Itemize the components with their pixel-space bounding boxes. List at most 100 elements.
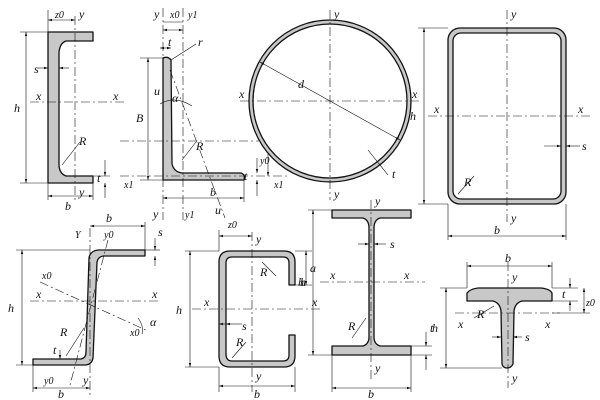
rect-tube-h-label: h [410,109,416,123]
round-tube-x-right-label: x [411,87,418,101]
lipped-channel-s-label: s [242,319,247,333]
z-section-r-label: R [59,325,68,339]
tee-z0-label: z0 [585,298,595,309]
tee-h-label: h [432,321,438,335]
angle-y1-top-label: y1 [187,10,197,21]
rect-tube-y-bottom-label: y [510,211,517,225]
rect-tube-y-top-label: y [510,7,517,21]
tee-b-label: b [505,251,511,265]
round-tube-d-label: d [298,77,305,91]
angle-b-label: b [210,185,216,199]
angle-y-top-label: y [153,7,160,21]
round-tube-profile: y y x x d t [238,7,420,201]
angle-u-top-label: u [154,84,160,98]
i-beam-t-label: t [430,321,434,335]
rect-tube-profile: y y x x h s R b [410,7,590,240]
tee-profile: b y h t z0 x x R s y [432,251,595,388]
lipped-channel-r-top-label: R [259,265,268,279]
channel-profile: z0 y s h x x R t y b [14,7,125,213]
z-section-alpha-label: α [150,315,157,329]
angle-u-axis [169,69,226,219]
angle-t-right-label: t [244,169,248,183]
angle-shape [162,56,246,181]
angle-y1-bottom-label: y1 [184,210,194,221]
round-tube-t-label: t [392,167,396,181]
tee-x-right-label: x [544,317,551,331]
channel-r-label: R [78,134,87,148]
rect-tube-x-right-label: x [577,102,584,116]
channel-y-top-label: y [78,7,85,21]
lipped-channel-y-top-label: y [255,232,262,246]
z-section-x0-axis [39,281,149,332]
tee-y-bottom-label: y [511,371,518,385]
tee-y-top-label: y [511,270,518,284]
i-beam-y-bottom-label: y [374,361,381,375]
z-section-h-label: h [8,301,14,315]
i-beam-profile: y s h x x R t y b [300,194,434,400]
lipped-channel-x-right-label: x [311,295,318,309]
i-beam-x-left-label: x [329,268,336,282]
rect-tube-r-label: R [463,175,472,189]
z-section-t-label: t [53,343,57,357]
angle-t-label: t [168,35,172,49]
angle-r-label: r [198,35,203,49]
i-beam-shape [331,209,412,356]
z-section-y-bottom-label: y [82,373,89,387]
lipped-channel-h-label: h [176,303,182,317]
z-section-x0-right-label: x0 [129,328,139,339]
channel-shape [47,31,94,184]
angle-y0-label: y0 [259,156,269,167]
channel-s-label: s [34,62,39,76]
angle-b-height-label: B [136,111,144,125]
tee-shape [466,287,553,369]
z-section-y-cap-label: Y [75,230,82,241]
angle-r-fillet-label: R [195,139,204,153]
rect-tube-s-label: s [582,139,587,153]
lipped-channel-h-inner-label: h [298,275,304,289]
z-section-b-top-label: b [106,211,112,225]
tee-s-label: s [525,330,530,344]
z-section-s-label: s [158,225,163,239]
z-section-y0-axis [69,239,109,386]
tee-t-label: t [562,287,566,301]
lipped-channel-profile: z0 y R a h h x x s R y b [176,220,322,400]
z-section-x-left-label: x [35,287,42,301]
lipped-channel-z0-label: z0 [227,220,237,231]
lipped-channel-b-label: b [254,387,260,400]
i-beam-r-label: R [347,319,356,333]
i-beam-h-label: h [300,275,306,289]
angle-profile: y x0 y1 t r u α B x R y0 t x1 x1 b y y1 … [120,7,290,221]
z-section-b-bottom-label: b [58,387,64,400]
angle-alpha-label: α [172,91,179,105]
z-section-x0-left-label: x0 [41,271,51,282]
angle-x1-right-label: x1 [273,180,283,191]
channel-b-label: b [65,199,71,213]
angle-y-bottom-label: y [152,207,159,221]
round-tube-x-left-label: x [238,87,245,101]
channel-h-label: h [14,101,20,115]
lipped-channel-r-bottom-label: R [235,335,244,349]
channel-x-right-label: x [112,89,119,103]
rect-tube-b-label: b [494,223,500,237]
channel-z0-label: z0 [54,10,64,21]
z-section-y0-top-label: y0 [103,230,113,241]
channel-x-left-label: x [35,89,42,103]
tee-x-left-label: x [457,317,464,331]
z-section-x-right-label: x [151,287,158,301]
round-tube-y-top-label: y [333,7,340,21]
z-section-y0-bottom-label: y0 [43,376,53,387]
z-section-profile: b Y y0 s x0 x x x0 α h R t y0 y b [8,211,163,400]
z-section-shape [32,249,146,366]
channel-t-label: t [97,171,101,185]
channel-y-bottom-label: y [78,185,85,199]
angle-x0-label: x0 [169,10,179,21]
round-tube-y-bottom-label: y [333,187,340,201]
lipped-channel-shape [218,250,296,368]
i-beam-b-label: b [368,387,374,400]
i-beam-s-label: s [390,237,395,251]
tee-r-label: R [476,307,485,321]
angle-u-bottom-label: u [215,203,221,217]
angle-x1-left-label: x1 [123,180,133,191]
